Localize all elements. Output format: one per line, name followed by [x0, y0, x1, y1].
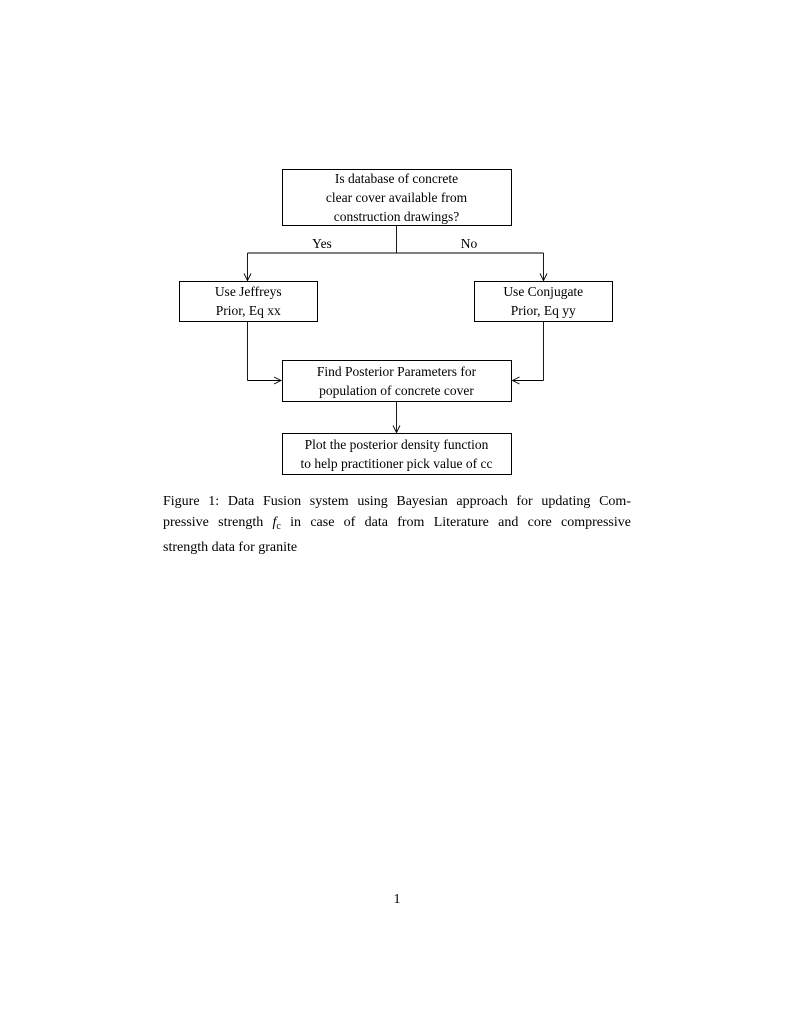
caption-text-before-math: pressive strength [163, 515, 273, 530]
edge-label-yes: Yes [312, 236, 332, 251]
math-fc-subscript: c [276, 521, 281, 532]
arrowhead-no-down [539, 273, 548, 282]
flow-node-posterior-line: Find Posterior Parameters for [316, 364, 477, 379]
flow-node-jeffreys-prior: Use Jeffreys Prior, Eq xx [179, 281, 318, 322]
flow-node-question-line: clear cover available from [325, 189, 468, 205]
arrowhead-yes-down [243, 273, 252, 282]
arrowhead-into-posterior-right [511, 376, 520, 385]
flow-node-jeffreys-line: Prior, Eq xx [215, 303, 281, 319]
flow-node-posterior-parameters: Find Posterior Parameters for population… [281, 360, 512, 402]
flow-node-jeffreys-line: Use Jeffreys [214, 284, 282, 300]
figure-caption-line: pressive strength fc in case of data fro… [163, 512, 631, 537]
flow-node-conjugate-prior: Use Conjugate Prior, Eq yy [474, 281, 613, 322]
arrowhead-into-plot [392, 425, 401, 434]
flow-node-question: Is database of concrete clear cover avai… [281, 168, 512, 226]
flow-node-question-line: construction drawings? [333, 208, 460, 224]
page-number: 1 [393, 892, 401, 907]
flow-node-conjugate-line: Prior, Eq yy [510, 303, 576, 319]
caption-text-after-math: in case of data from Literature and core… [280, 515, 631, 530]
flow-node-plot-line: Plot the posterior density function [304, 436, 489, 452]
figure-caption-line: Figure 1: Data Fusion system using Bayes… [163, 494, 631, 509]
math-fc-base: f [272, 515, 277, 530]
flow-node-conjugate-line: Use Conjugate [503, 284, 584, 300]
flow-node-posterior-line: population of concrete cover [319, 383, 474, 398]
flow-node-question-line: Is database of concrete [334, 170, 459, 186]
flow-node-plot-density: Plot the posterior density function to h… [281, 432, 512, 475]
figure-caption: Figure 1: Data Fusion system using Bayes… [163, 491, 631, 558]
edge-label-no: No [460, 236, 478, 251]
figure-caption-line: strength data for granite [163, 540, 298, 555]
arrowhead-into-posterior-left [273, 376, 283, 385]
flow-node-plot-line: to help practitioner pick value of cc [300, 455, 493, 471]
